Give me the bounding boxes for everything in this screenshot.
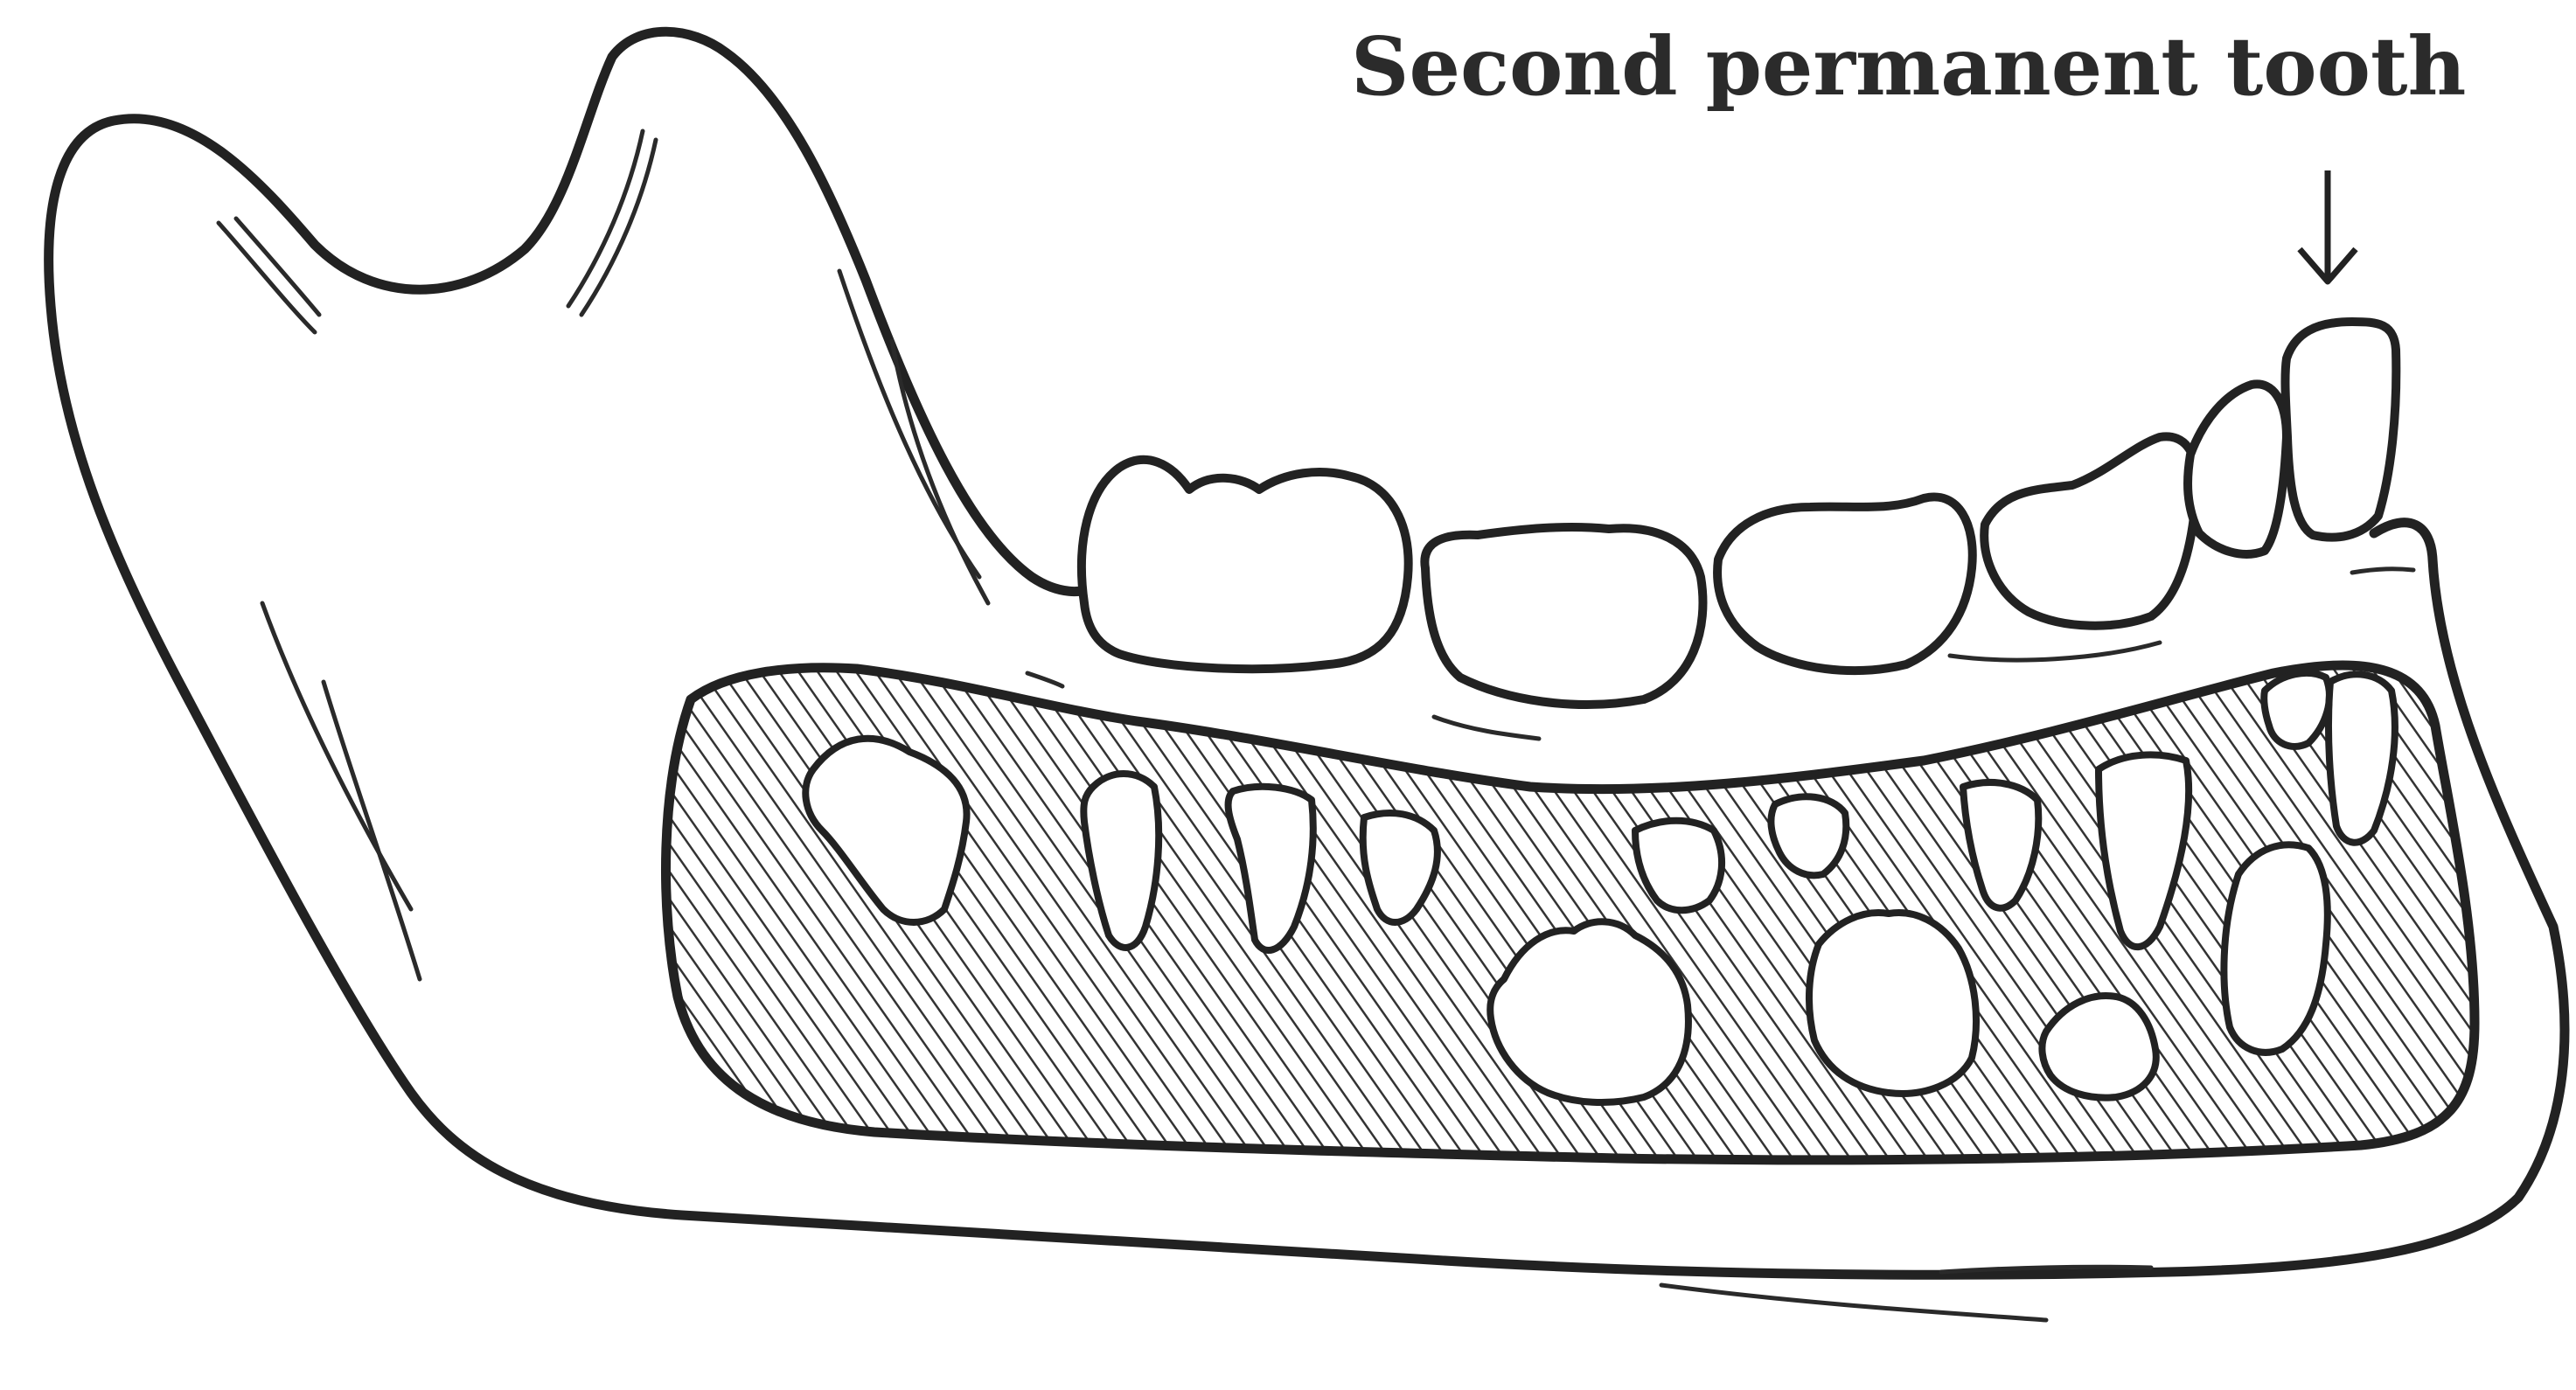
down-arrow-icon — [2300, 170, 2356, 281]
canine-crown — [2188, 384, 2287, 554]
ramus-contour-line — [324, 682, 420, 979]
molar-crown — [1717, 497, 1973, 671]
body-contour-line — [1661, 1285, 2046, 1320]
gum-contour-line — [1950, 643, 2160, 660]
molar-crown — [1424, 527, 1702, 705]
ramus-contour-line — [219, 223, 315, 332]
second-permanent-tooth-label: Second permanent tooth — [1351, 19, 2466, 114]
gum-contour-line — [1027, 673, 1062, 686]
ramus-contour-line — [262, 603, 411, 909]
ramus-contour-line — [839, 271, 979, 577]
second-permanent-tooth — [2285, 322, 2396, 538]
developing-crown — [2042, 996, 2155, 1098]
ramus-contour-line — [581, 140, 656, 315]
molar-crown — [1082, 460, 1409, 669]
premolar-crown — [1984, 436, 2197, 625]
gum-contour-line — [1434, 717, 1539, 739]
developing-crown — [1809, 913, 1976, 1094]
gum-contour-line — [2352, 569, 2413, 573]
